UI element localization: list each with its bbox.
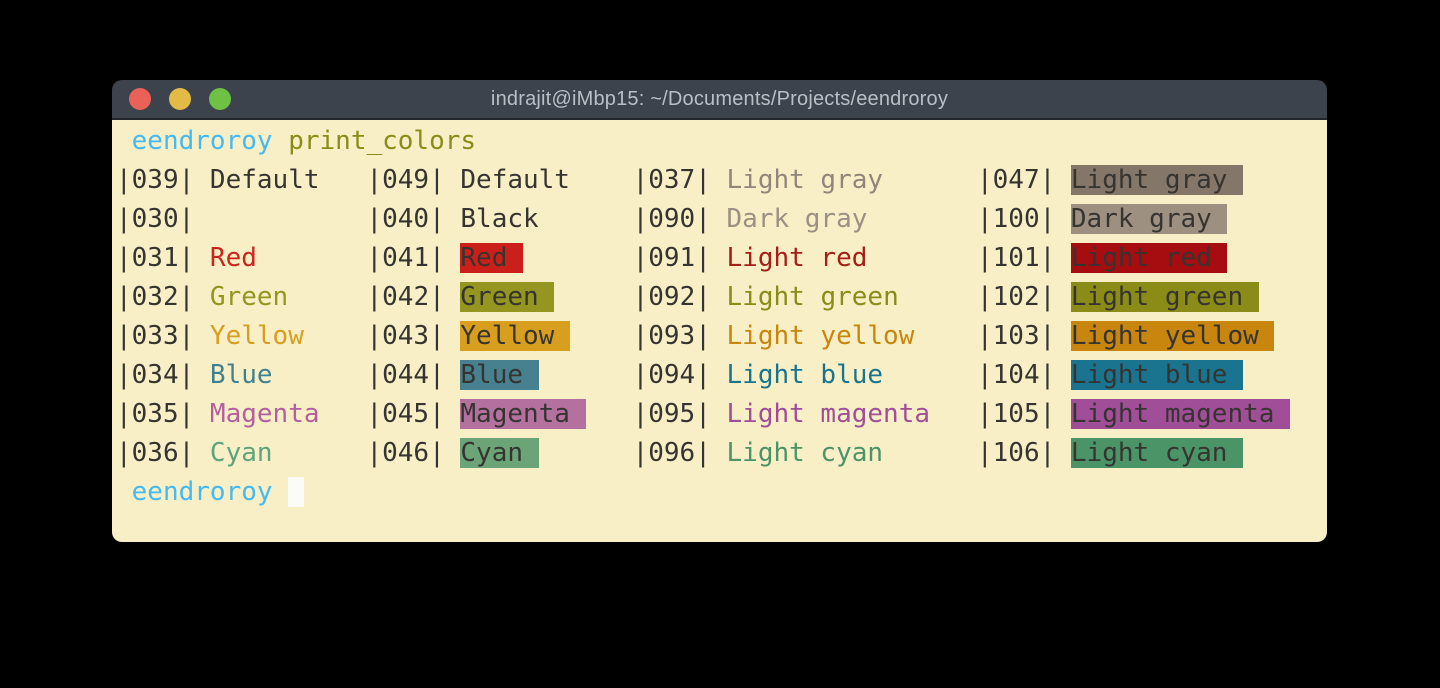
color-cell: Light gray	[726, 165, 884, 195]
window-title: indrajit@iMbp15: ~/Documents/Projects/ee…	[490, 87, 949, 110]
color-cell: Light blue	[1070, 360, 1244, 390]
color-cell: Light green	[726, 282, 899, 312]
color-table-row: |031| Red |041| Red |091| Light red |101…	[116, 243, 1228, 273]
color-cell: Light gray	[1070, 165, 1244, 195]
color-table-row: |034| Blue |044| Blue |094| Light blue |…	[116, 360, 1244, 390]
color-cell: Blue	[209, 360, 273, 390]
color-cell: Blue	[460, 360, 539, 390]
color-cell: Yellow	[209, 321, 304, 351]
color-cell: Black	[460, 204, 539, 234]
color-table-row: |039| Default |049| Default |037| Light …	[116, 165, 1244, 195]
prompt-line: eendroroy print_colors	[116, 122, 1327, 161]
color-cell: Dark gray	[1070, 204, 1228, 234]
color-cell: Light cyan	[726, 438, 884, 468]
terminal-window: indrajit@iMbp15: ~/Documents/Projects/ee…	[112, 80, 1327, 542]
color-cell: Cyan	[209, 438, 273, 468]
close-button-icon[interactable]	[129, 88, 151, 110]
color-cell: Red	[209, 243, 257, 273]
color-cell: Light yellow	[1070, 321, 1275, 351]
prompt-user: eendroroy	[131, 477, 273, 507]
color-cell: Yellow	[460, 321, 570, 351]
color-cell: Red	[460, 243, 524, 273]
zoom-button-icon[interactable]	[209, 88, 231, 110]
prompt-user: eendroroy	[131, 126, 273, 156]
color-cell: Magenta	[209, 399, 320, 429]
terminal-output: eendroroy print_colors |039| Default |049…	[116, 122, 1327, 512]
prompt-command: print_colors	[288, 126, 477, 156]
color-cell: Dark gray	[726, 204, 868, 234]
color-cell: Green	[209, 282, 289, 312]
color-cell: Light magenta	[726, 399, 931, 429]
titlebar[interactable]: indrajit@iMbp15: ~/Documents/Projects/ee…	[112, 80, 1327, 120]
color-cell: Light red	[726, 243, 868, 273]
color-cell: Light green	[1070, 282, 1259, 312]
color-table-row: |033| Yellow |043| Yellow |093| Light ye…	[116, 321, 1275, 351]
color-cell: Light magenta	[1070, 399, 1291, 429]
cursor	[288, 477, 304, 507]
color-table-row: |035| Magenta |045| Magenta |095| Light …	[116, 399, 1291, 429]
color-cell: Light yellow	[726, 321, 915, 351]
color-cell: Light blue	[726, 360, 884, 390]
color-table-row: |036| Cyan |046| Cyan |096| Light cyan |…	[116, 438, 1244, 468]
minimize-button-icon[interactable]	[169, 88, 191, 110]
prompt-line: eendroroy	[116, 473, 1327, 512]
color-cell: Light red	[1070, 243, 1228, 273]
color-table-row: |030| |040| Black |090| Dark gray |100| …	[116, 204, 1228, 234]
color-cell: Green	[460, 282, 555, 312]
color-cell: Light cyan	[1070, 438, 1244, 468]
color-cell: Default	[209, 165, 320, 195]
color-cell: Magenta	[460, 399, 586, 429]
terminal-body[interactable]: eendroroy print_colors |039| Default |049…	[112, 120, 1327, 542]
color-table-row: |032| Green |042| Green |092| Light gree…	[116, 282, 1259, 312]
traffic-lights	[129, 80, 231, 118]
color-cell: Cyan	[460, 438, 539, 468]
color-cell: Default	[460, 165, 570, 195]
